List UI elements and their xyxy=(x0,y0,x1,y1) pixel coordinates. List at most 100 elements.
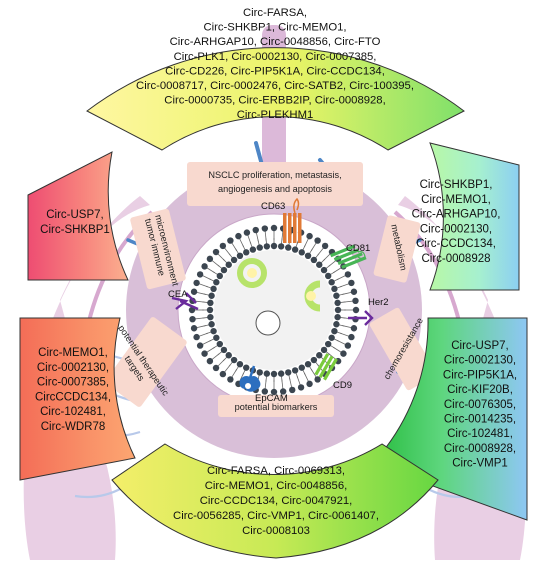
label-plate-chemoresistance xyxy=(369,307,437,391)
lipid-head xyxy=(256,244,263,251)
circ-list-lower-left: Circ-MEMO1,Circ-0002130,Circ-0007385,Cir… xyxy=(35,347,111,433)
lipid-head xyxy=(324,272,332,280)
lipid-head xyxy=(225,352,232,359)
circrna-green-ring xyxy=(237,258,267,288)
circ-item: Circ-ARHGAP10, xyxy=(412,209,501,221)
lipid-head xyxy=(334,313,341,321)
lipid-head xyxy=(252,226,259,234)
circ-item: Circ-WDR78 xyxy=(41,421,106,433)
lipid-head xyxy=(321,242,329,250)
sector-lower-left xyxy=(19,317,136,481)
lipid-head xyxy=(206,255,214,263)
lipid-head xyxy=(314,376,321,383)
circ-item: Circ-SHKBP1 xyxy=(40,224,110,236)
circrna-c-shape xyxy=(304,280,321,312)
lipid-head xyxy=(212,248,220,256)
label-plate-metabolism xyxy=(373,215,421,283)
lipid-head xyxy=(189,315,196,323)
marker-cea: CEA xyxy=(168,289,199,311)
lipid-head xyxy=(344,271,352,278)
circ-item: Circ-102481, xyxy=(447,428,513,440)
circ-item: Circ-ARHGAP10, Circ-0048856, Circ-FTO xyxy=(170,36,381,48)
lipid-head xyxy=(348,279,355,287)
circ-item: Circ-0056285, Circ-VMP1, Circ-0061407, xyxy=(173,510,379,522)
lipid-head xyxy=(235,232,242,240)
lipid-head xyxy=(190,288,198,295)
lipid-head xyxy=(350,288,358,295)
lipid-head xyxy=(206,357,214,365)
circ-item: Circ-PIP5K1A, xyxy=(443,369,517,381)
lipid-head xyxy=(210,327,217,335)
lipid-head xyxy=(291,367,299,374)
circ-list-lower-right: Circ-USP7,Circ-0002130,Circ-PIP5K1A,Circ… xyxy=(443,340,517,470)
lipid-head xyxy=(230,256,238,264)
lipid-head xyxy=(298,249,305,256)
lipid-head xyxy=(333,292,340,299)
lipid-head xyxy=(350,325,358,332)
circ-item: Circ-102481, xyxy=(40,406,106,418)
circ-item: Circ-0007385, xyxy=(37,377,109,389)
marker-cd81: CD81 xyxy=(330,243,370,269)
lipid-head xyxy=(220,266,228,274)
lipid-head xyxy=(220,346,228,354)
ring-label-top-2: angiogenesis and apoptosis xyxy=(218,184,332,194)
circ-item: Circ-0076305, xyxy=(444,399,516,411)
lipid-head xyxy=(243,249,250,256)
lipid-head xyxy=(193,279,200,287)
lipid-head xyxy=(256,369,263,376)
lipid-head xyxy=(304,360,312,368)
circ-list-bottom: Circ-FARSA, Circ-0069313,Circ-MEMO1, Cir… xyxy=(173,465,379,537)
her2-label: Her2 xyxy=(368,297,389,308)
lipid-head xyxy=(249,246,257,253)
lipid-head xyxy=(190,325,198,332)
lipid-head xyxy=(188,306,196,314)
lipid-head xyxy=(208,321,215,328)
lipid-head xyxy=(210,285,217,293)
exosome xyxy=(188,224,360,396)
ring-label-top-1: NSCLC proliferation, metastasis, xyxy=(208,170,341,180)
lipid-head xyxy=(316,352,323,359)
ring-label-biomarkers: potential biomarkers xyxy=(235,402,318,412)
circ-list-upper-right: Circ-SHKBP1,Circ-MEMO1,Circ-ARHGAP10,Cir… xyxy=(412,179,501,265)
circ-item: Circ-CCDC134, Circ-0047921, xyxy=(200,495,353,507)
lipid-head xyxy=(324,340,332,348)
circ-item: Circ-SHKBP1, xyxy=(420,179,493,191)
circ-item: Circ-PLEKHM1 xyxy=(237,109,314,121)
lipid-head xyxy=(297,384,305,391)
circ-item: Circ-0008928 xyxy=(421,253,490,265)
lipid-head xyxy=(243,229,251,236)
cd81-label: CD81 xyxy=(346,243,370,254)
circ-item: Circ-FARSA, xyxy=(243,7,307,19)
lipid-head xyxy=(331,285,338,293)
lipid-head xyxy=(225,261,232,268)
lipid-head xyxy=(277,243,285,250)
sector-upper-right xyxy=(429,142,520,291)
lipid-head xyxy=(270,388,278,396)
lipid-head xyxy=(219,242,227,250)
circ-item: Circ-0002130, xyxy=(420,223,492,235)
lipid-head xyxy=(213,334,220,341)
circ-item: Circ-0002130, xyxy=(444,355,516,367)
lipid-head xyxy=(263,370,271,377)
circ-item: CircCCDC134, xyxy=(35,391,111,403)
cea-label: CEA xyxy=(168,289,188,300)
circ-item: Circ-0008103 xyxy=(242,525,310,537)
marker-cd63: CD63 xyxy=(261,197,302,243)
lipid-head xyxy=(331,327,338,335)
lipid-head xyxy=(310,356,318,364)
circ-item: Circ-CD226, Circ-PIP5K1A, Circ-CCDC134, xyxy=(165,65,385,77)
lipid-head xyxy=(314,237,321,244)
label-plate-therapeutic xyxy=(105,317,187,407)
circ-item: Circ-0000735, Circ-ERBB2IP, Circ-0008928… xyxy=(164,95,385,107)
marker-her2: Her2 xyxy=(348,297,389,326)
lipid-head xyxy=(310,256,318,264)
lipid-head xyxy=(227,376,234,383)
lipid-head xyxy=(352,297,359,305)
vesicle-content-circle xyxy=(255,310,281,336)
lipid-head xyxy=(261,225,269,232)
lipid-head xyxy=(201,350,208,357)
marker-epcam: EpCAM xyxy=(239,365,288,404)
lipid-head xyxy=(320,266,328,274)
lipid-head xyxy=(334,306,342,314)
ring-label-plates xyxy=(105,162,437,417)
